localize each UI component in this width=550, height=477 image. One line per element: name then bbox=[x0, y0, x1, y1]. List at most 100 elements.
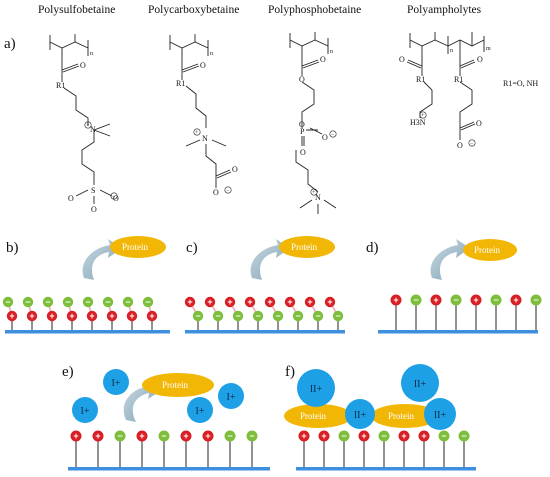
positive-charge: + bbox=[204, 296, 216, 308]
counterion: II+ bbox=[297, 369, 335, 407]
brush: −+−+−+−+−+−+−+−+ bbox=[184, 296, 344, 330]
svg-text:−: − bbox=[195, 311, 200, 321]
chem-n-atom: N bbox=[315, 193, 321, 202]
chem-o: O bbox=[299, 120, 305, 129]
panel-label-d: d) bbox=[366, 240, 379, 256]
brush: +−+−+−+− bbox=[390, 294, 542, 330]
chem-o: O bbox=[80, 61, 86, 70]
negative-charge: − bbox=[62, 296, 74, 308]
svg-text:−: − bbox=[461, 431, 466, 441]
svg-text:I+: I+ bbox=[227, 392, 236, 403]
positive-charge: + bbox=[284, 296, 296, 308]
chem-n: n bbox=[450, 48, 453, 54]
svg-text:−: − bbox=[65, 297, 70, 307]
chem-plus: + bbox=[195, 130, 199, 136]
negative-charge: − bbox=[212, 310, 224, 322]
negative-charge: − bbox=[224, 430, 236, 442]
svg-text:II+: II+ bbox=[310, 384, 323, 395]
svg-text:−: − bbox=[105, 297, 110, 307]
positive-charge: + bbox=[510, 294, 522, 306]
chem-o: O bbox=[299, 75, 305, 84]
chem-s: S bbox=[91, 186, 95, 195]
svg-text:+: + bbox=[247, 297, 252, 307]
svg-text:+: + bbox=[207, 297, 212, 307]
positive-charge: + bbox=[136, 430, 148, 442]
surface bbox=[5, 330, 170, 334]
counterion: I+ bbox=[103, 369, 129, 395]
positive-charge: + bbox=[184, 296, 196, 308]
brush: ++−+−++−− bbox=[70, 430, 258, 467]
svg-text:II+: II+ bbox=[434, 410, 447, 421]
positive-charge: + bbox=[66, 310, 78, 322]
panel-label-e: e) bbox=[62, 364, 74, 380]
chem-o: O bbox=[91, 205, 97, 214]
svg-text:−: − bbox=[255, 311, 260, 321]
svg-text:−: − bbox=[533, 295, 538, 305]
svg-text:+: + bbox=[129, 311, 134, 321]
positive-charge: + bbox=[146, 310, 158, 322]
chem-o: O bbox=[399, 55, 405, 64]
svg-text:II+: II+ bbox=[414, 379, 427, 390]
svg-text:−: − bbox=[25, 297, 30, 307]
svg-text:+: + bbox=[139, 431, 144, 441]
svg-text:+: + bbox=[69, 311, 74, 321]
resist-arrow bbox=[430, 239, 470, 280]
negative-charge: − bbox=[142, 296, 154, 308]
negative-charge: − bbox=[252, 310, 264, 322]
negative-charge: − bbox=[82, 296, 94, 308]
negative-charge: − bbox=[272, 310, 284, 322]
svg-text:I+: I+ bbox=[196, 406, 205, 417]
chem-o: O bbox=[232, 165, 238, 174]
svg-text:−: − bbox=[295, 311, 300, 321]
chem-o: O bbox=[457, 141, 463, 150]
chem-plus: + bbox=[421, 113, 425, 119]
svg-text:+: + bbox=[29, 311, 34, 321]
chem-r1: R1 bbox=[176, 79, 185, 88]
svg-text:−: − bbox=[335, 311, 340, 321]
structure-polycarboxybetaine: n O R1 N + O O − bbox=[169, 34, 238, 197]
chem-h3n: H3N bbox=[410, 118, 426, 127]
negative-charge: − bbox=[332, 310, 344, 322]
negative-charge: − bbox=[22, 296, 34, 308]
svg-text:−: − bbox=[315, 311, 320, 321]
chem-minus: − bbox=[226, 188, 230, 194]
title-polyphosphobetaine: Polyphosphobetaine bbox=[268, 4, 361, 16]
chem-minus: − bbox=[331, 132, 335, 138]
protein: Protein bbox=[463, 239, 517, 261]
counterion: II+ bbox=[401, 364, 439, 402]
surface bbox=[68, 467, 270, 471]
positive-charge: + bbox=[318, 430, 330, 442]
svg-text:+: + bbox=[361, 431, 366, 441]
negative-charge: − bbox=[438, 430, 450, 442]
positive-charge: + bbox=[298, 430, 310, 442]
svg-text:−: − bbox=[215, 311, 220, 321]
counterion: I+ bbox=[72, 397, 98, 423]
panel-d: d) Protein +−+−+−+− bbox=[366, 239, 542, 334]
svg-text:−: − bbox=[227, 431, 232, 441]
svg-text:+: + bbox=[205, 431, 210, 441]
chem-r1: R1 bbox=[454, 75, 463, 84]
negative-charge: − bbox=[338, 430, 350, 442]
svg-text:−: − bbox=[381, 431, 386, 441]
positive-charge: + bbox=[264, 296, 276, 308]
svg-text:−: − bbox=[493, 295, 498, 305]
positive-charge: + bbox=[180, 430, 192, 442]
positive-charge: + bbox=[430, 294, 442, 306]
negative-charge: − bbox=[458, 430, 470, 442]
positive-charge: + bbox=[470, 294, 482, 306]
positive-charge: + bbox=[398, 430, 410, 442]
title-polyampholytes: Polyampholytes bbox=[407, 4, 482, 16]
negative-charge: − bbox=[192, 310, 204, 322]
positive-charge: + bbox=[86, 310, 98, 322]
counterion: I+ bbox=[218, 383, 244, 409]
chem-n-atom: N bbox=[90, 125, 96, 134]
chem-o: O bbox=[322, 133, 328, 142]
brush: +−+−+−+−+−+−+−+− bbox=[2, 296, 158, 330]
svg-text:−: − bbox=[5, 297, 10, 307]
negative-charge: − bbox=[378, 430, 390, 442]
positive-charge: + bbox=[70, 430, 82, 442]
surface bbox=[185, 330, 345, 334]
protein: Protein bbox=[371, 404, 439, 428]
chem-p: P bbox=[300, 127, 305, 136]
r1-note: R1=O, NH bbox=[503, 79, 538, 88]
